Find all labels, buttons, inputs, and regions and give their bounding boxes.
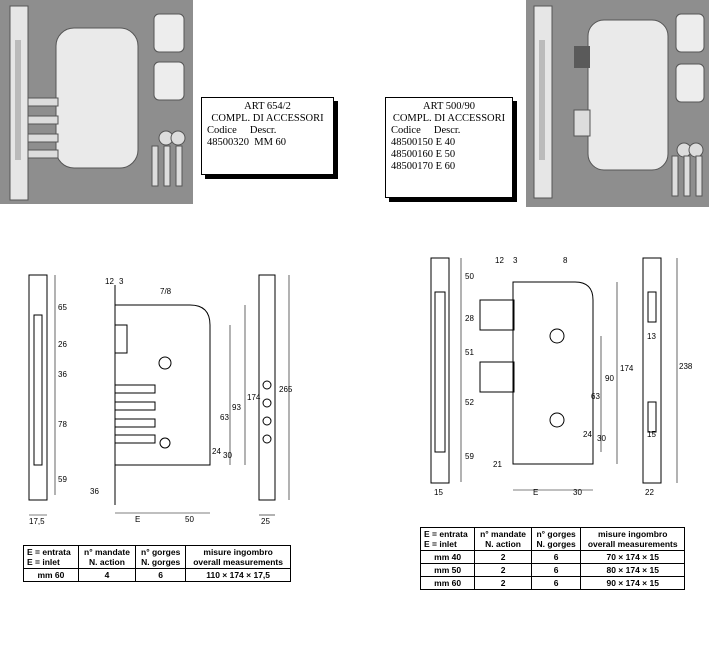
accessories-label: COMPL. DI ACCESSORI (211, 113, 324, 124)
drawing-lock-500: 50 12 3 8 28 51 52 59 90 63 174 24 30 13… (425, 252, 700, 502)
dim-label: E (135, 515, 141, 524)
dim-label: 52 (465, 398, 474, 407)
article-code: ART 654/2 (244, 101, 291, 112)
dim-label: 12 (105, 277, 114, 286)
dim-label: 8 (563, 256, 568, 265)
dim-label: 12 (495, 256, 504, 265)
dim-label: 21 (493, 460, 502, 469)
dim-label: 78 (58, 420, 67, 429)
dim-label: 15 (434, 488, 443, 497)
article-code: ART 500/90 (423, 101, 475, 112)
dim-label: 25 (261, 517, 270, 526)
dim-label: 17,5 (29, 517, 45, 526)
dim-label: 24 (583, 430, 592, 439)
dim-label: 36 (58, 370, 67, 379)
dim-label: 30 (223, 451, 232, 460)
dim-label: 50 (465, 272, 474, 281)
dim-label: 30 (597, 434, 606, 443)
dim-label: 24 (212, 447, 221, 456)
dim-label: 59 (465, 452, 474, 461)
dim-label: 36 (90, 487, 99, 496)
dim-label: 13 (647, 332, 656, 341)
drawing-lock-654: 12 3 7/8 65 26 36 78 59 36 93 63 174 24 … (15, 265, 300, 530)
table-row: mm 40 2 6 70 × 174 × 15 (419, 550, 685, 564)
dim-label: 65 (58, 303, 67, 312)
table-header: Codice Descr. (207, 125, 277, 136)
dim-label: 7/8 (160, 287, 172, 296)
dim-label: 26 (58, 340, 67, 349)
table-header: Codice Descr. (391, 125, 461, 136)
list-item: 48500160 E 50 (391, 149, 456, 160)
table-row: mm 60 4 6 110 × 174 × 17,5 (23, 568, 291, 582)
dim-label: 30 (573, 488, 582, 497)
accessories-label: COMPL. DI ACCESSORI (392, 113, 506, 124)
table-row: mm 60 2 6 90 × 174 × 15 (419, 576, 685, 590)
dim-label: 63 (591, 392, 600, 401)
info-box-art-500: ART 500/90 COMPL. DI ACCESSORI Codice De… (385, 97, 513, 198)
dim-label: 59 (58, 475, 67, 484)
dim-label: 265 (279, 385, 293, 394)
dim-label: 174 (620, 364, 634, 373)
dim-label: 3 (119, 277, 124, 286)
dim-label: 63 (220, 413, 229, 422)
dim-label: 50 (185, 515, 194, 524)
dim-label: 174 (247, 393, 261, 402)
photo-lock-654 (0, 0, 193, 204)
list-item: 48500150 E 40 (391, 137, 456, 148)
dim-label: 90 (605, 374, 614, 383)
dim-label: 238 (679, 362, 693, 371)
photo-lock-500 (526, 0, 709, 207)
dim-label: 3 (513, 256, 518, 265)
table-row: mm 50 2 6 80 × 174 × 15 (419, 563, 685, 577)
list-item: 48500170 E 60 (391, 161, 456, 172)
dim-label: 28 (465, 314, 474, 323)
dim-label: 93 (232, 403, 241, 412)
dim-label: 22 (645, 488, 654, 497)
info-box-art-654: ART 654/2 COMPL. DI ACCESSORI Codice Des… (201, 97, 334, 175)
list-item: 48500320 MM 60 (207, 137, 287, 148)
dim-label: 15 (647, 430, 656, 439)
dim-label: E (533, 488, 539, 497)
dim-label: 51 (465, 348, 474, 357)
